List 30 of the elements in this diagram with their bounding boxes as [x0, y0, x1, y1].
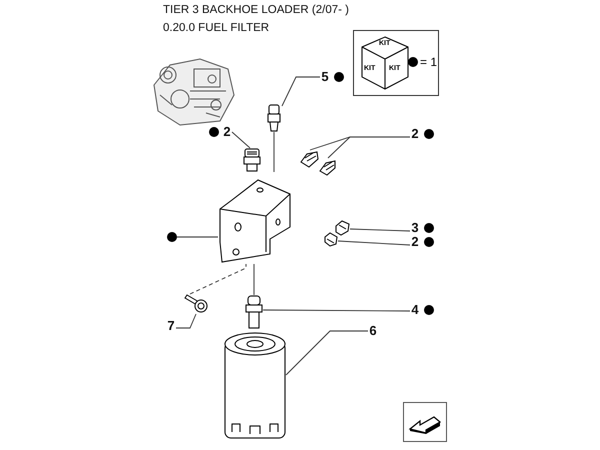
- callout-number: 2: [410, 126, 420, 142]
- plug-drawing: [323, 232, 338, 247]
- leader-line: [286, 330, 368, 376]
- bolt-drawing: [183, 294, 209, 314]
- leader-line: [176, 314, 196, 328]
- callout-number: 6: [368, 323, 378, 339]
- plug-drawing: [318, 158, 336, 176]
- callout-number: 5: [320, 69, 330, 85]
- leader-line: [350, 228, 410, 232]
- callout-number: 4: [410, 302, 420, 318]
- leader-line: [338, 240, 410, 246]
- kit-quantity-text: = 1: [420, 55, 438, 69]
- adapter-drawing: [245, 295, 263, 329]
- callout-number: 7: [166, 318, 176, 334]
- callout-dot: [167, 232, 177, 242]
- callout-number: 3: [410, 220, 420, 236]
- section-heading: 0.20.0 FUEL FILTER: [163, 22, 270, 34]
- leader-line: [232, 132, 250, 148]
- pressure-sensor-drawing: [266, 104, 282, 132]
- leader-line: [262, 310, 410, 312]
- leader-line: [328, 136, 410, 158]
- plug-drawing: [299, 150, 319, 168]
- leader-line: [282, 76, 320, 106]
- fitting-drawing: [334, 220, 350, 236]
- callout-number: 2: [222, 124, 232, 140]
- callout-number: 2: [410, 234, 420, 250]
- page-title: TIER 3 BACKHOE LOADER (2/07- ): [163, 4, 349, 16]
- leader-line: [176, 236, 218, 238]
- fitting-drawing: [243, 148, 261, 172]
- dashed-assembly-line: [190, 264, 246, 294]
